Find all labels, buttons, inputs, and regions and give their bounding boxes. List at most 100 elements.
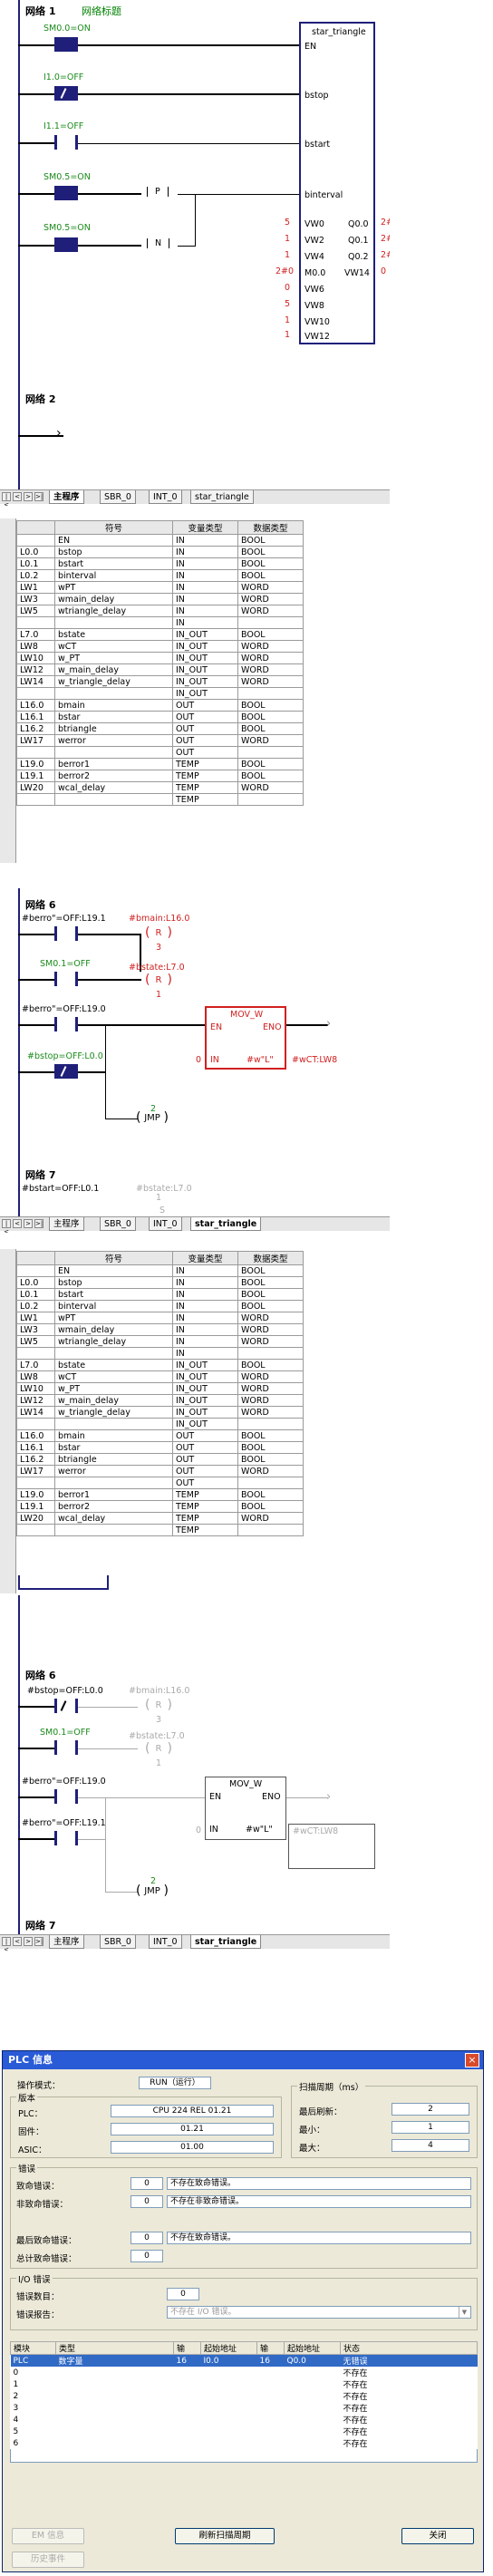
cell-sym[interactable]: bstar	[54, 711, 173, 723]
cell-dtype[interactable]: BOOL	[237, 1488, 304, 1501]
cell-dtype[interactable]: WORD	[237, 1335, 304, 1348]
cell-vtype[interactable]: OUT	[172, 734, 238, 747]
cell-vtype[interactable]: IN	[172, 605, 238, 617]
contact-bstop[interactable]	[54, 1064, 78, 1079]
cell-sym[interactable]	[54, 1524, 173, 1536]
cell-addr[interactable]: LW12	[16, 663, 55, 676]
close-button[interactable]: 关闭	[401, 2528, 474, 2544]
cell-vtype[interactable]: IN	[172, 569, 238, 582]
cell-sym[interactable]: bstate	[54, 1359, 173, 1371]
cell-dtype[interactable]: WORD	[237, 734, 304, 747]
cell-vtype[interactable]: IN_OUT	[172, 1418, 238, 1430]
cell-sym[interactable]: bmain	[54, 699, 173, 712]
cell-vtype[interactable]: IN_OUT	[172, 628, 238, 641]
cell-addr[interactable]: LW10	[16, 652, 55, 664]
cell-vtype[interactable]: IN_OUT	[172, 652, 238, 664]
cell-sym[interactable]: EN	[54, 1264, 173, 1277]
positive-edge-p[interactable]: P	[147, 187, 169, 197]
cell-sym[interactable]: bmain	[54, 1429, 173, 1442]
tab-main[interactable]: 主程序	[49, 1935, 84, 1949]
cell-sym[interactable]: wmain_delay	[54, 1323, 173, 1336]
cell-sym[interactable]	[54, 1477, 173, 1489]
tab-sbr0[interactable]: SBR_0	[100, 490, 136, 504]
cell-addr[interactable]	[16, 1418, 55, 1430]
close-icon[interactable]: ×	[465, 2053, 479, 2068]
cell-sym[interactable]: w_PT	[54, 1382, 173, 1395]
cell-dtype[interactable]: BOOL	[237, 546, 304, 558]
cell-dtype[interactable]: WORD	[237, 640, 304, 653]
last-tab-icon[interactable]: >|	[34, 1937, 44, 1946]
cell-dtype[interactable]: WORD	[237, 1312, 304, 1324]
tab-int0[interactable]: INT_0	[149, 1217, 182, 1231]
contact-i1-0[interactable]	[54, 86, 78, 101]
cell-dtype[interactable]: BOOL	[237, 1276, 304, 1289]
cell-vtype[interactable]: TEMP	[172, 758, 238, 770]
cell-sym[interactable]: werror	[54, 1465, 173, 1477]
cell-dtype[interactable]: BOOL	[237, 1429, 304, 1442]
refresh-scan-button[interactable]: 刷新扫描周期	[175, 2528, 275, 2544]
cell-dtype[interactable]: WORD	[237, 1382, 304, 1395]
star-triangle-block[interactable]: star_triangle EN bstop bstart binterval …	[299, 22, 375, 344]
next-tab-icon[interactable]: >	[24, 1219, 33, 1228]
cell-addr[interactable]	[16, 687, 55, 700]
cell-vtype[interactable]: OUT	[172, 699, 238, 712]
cell-dtype[interactable]: BOOL	[237, 770, 304, 782]
cell-dtype[interactable]	[237, 746, 304, 759]
tab-sbr0[interactable]: SBR_0	[100, 1935, 136, 1949]
cell-addr[interactable]: LW14	[16, 675, 55, 688]
cell-addr[interactable]: L19.0	[16, 758, 55, 770]
cell-sym[interactable]	[54, 1347, 173, 1360]
cell-vtype[interactable]: OUT	[172, 1441, 238, 1454]
cell-vtype[interactable]: IN_OUT	[172, 675, 238, 688]
negative-edge-n[interactable]: N	[147, 238, 170, 248]
cell-vtype[interactable]: TEMP	[172, 1524, 238, 1536]
reset-coil-bstate[interactable]: R	[145, 973, 172, 988]
cell-addr[interactable]: L0.0	[16, 546, 55, 558]
cell-vtype[interactable]: IN_OUT	[172, 1406, 238, 1419]
cell-dtype[interactable]: WORD	[237, 1406, 304, 1419]
cell-sym[interactable]: wPT	[54, 581, 173, 594]
table-row[interactable]: IN	[16, 1347, 304, 1360]
tab-main[interactable]: 主程序	[49, 490, 84, 504]
cell-sym[interactable]	[54, 1418, 173, 1430]
cell-addr[interactable]: L0.2	[16, 1300, 55, 1312]
cell-addr[interactable]: LW20	[16, 1512, 55, 1525]
cell-vtype[interactable]: IN	[172, 1276, 238, 1289]
cell-vtype[interactable]: IN	[172, 1300, 238, 1312]
cell-sym[interactable]: berror2	[54, 1500, 173, 1513]
tab-int0[interactable]: INT_0	[149, 490, 182, 504]
contact-i1-1[interactable]	[54, 135, 78, 150]
cell-dtype[interactable]	[237, 1418, 304, 1430]
cell-sym[interactable]: w_main_delay	[54, 1394, 173, 1407]
cell-dtype[interactable]: WORD	[237, 581, 304, 594]
cell-addr[interactable]: LW20	[16, 781, 55, 794]
tab-star-triangle[interactable]: star_triangle	[190, 1217, 262, 1231]
cell-sym[interactable]: bstart	[54, 557, 173, 570]
cell-sym[interactable]: berror1	[54, 758, 173, 770]
cell-dtype[interactable]	[237, 687, 304, 700]
cell-vtype[interactable]: IN	[172, 1312, 238, 1324]
cell-addr[interactable]: L16.1	[16, 1441, 55, 1454]
cell-addr[interactable]	[16, 793, 55, 806]
cell-dtype[interactable]: WORD	[237, 605, 304, 617]
cell-vtype[interactable]: IN	[172, 557, 238, 570]
contact-berror1[interactable]	[54, 1017, 78, 1031]
tab-star-triangle[interactable]: star_triangle	[190, 1935, 262, 1949]
cell-vtype[interactable]: IN	[172, 593, 238, 605]
cell-addr[interactable]: LW8	[16, 640, 55, 653]
cell-sym[interactable]	[54, 687, 173, 700]
